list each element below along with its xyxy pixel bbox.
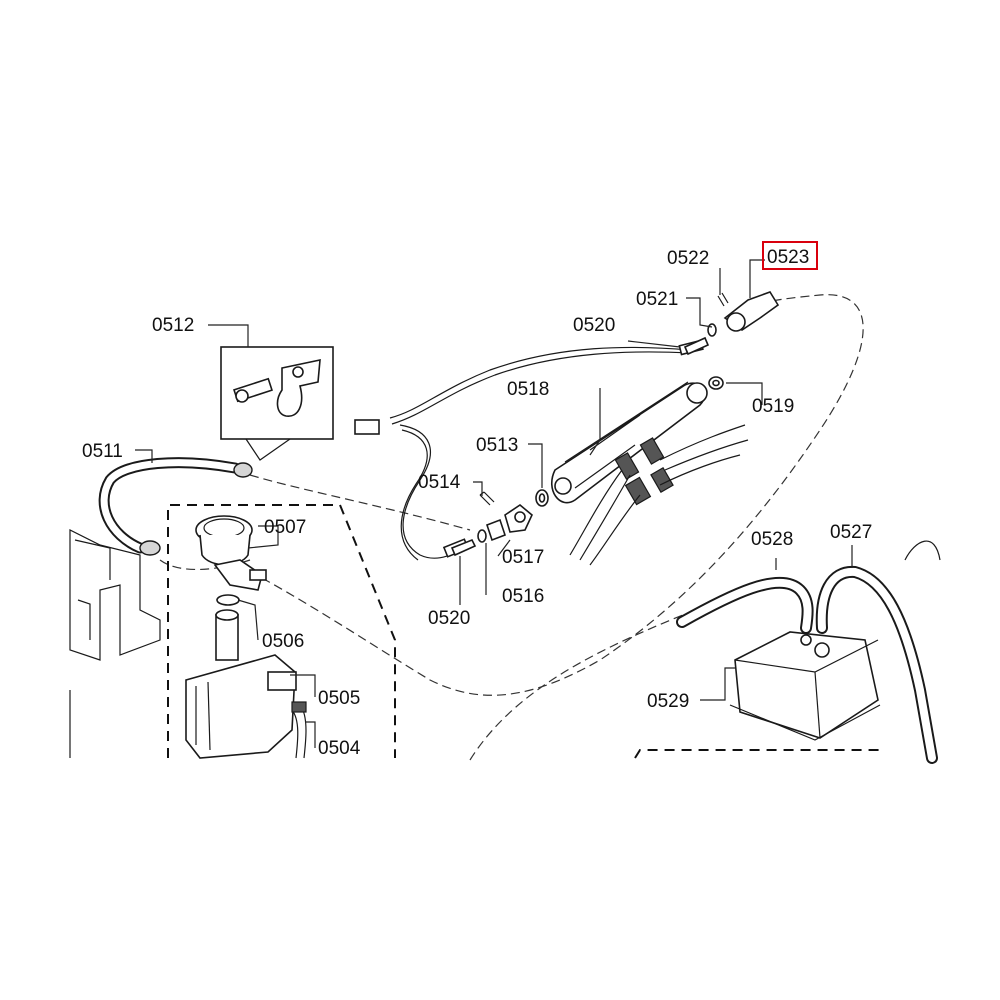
leader-lines bbox=[135, 259, 853, 748]
label-0513: 0513 bbox=[476, 435, 518, 456]
label-0520-lower: 0520 bbox=[428, 608, 470, 629]
label-0511: 0511 bbox=[82, 441, 123, 462]
label-0521: 0521 bbox=[636, 289, 678, 310]
heater-cable bbox=[354, 339, 704, 561]
lower-right-box bbox=[634, 749, 880, 759]
hose-0511 bbox=[98, 457, 253, 556]
pump-assembly bbox=[185, 515, 307, 759]
heater-block-0518 bbox=[550, 381, 749, 566]
pump-assembly-box bbox=[167, 504, 396, 758]
label-0528: 0528 bbox=[751, 529, 793, 550]
label-0516: 0516 bbox=[502, 586, 544, 607]
label-0507: 0507 bbox=[264, 517, 306, 538]
label-0523[interactable]: 0523 bbox=[767, 247, 809, 268]
water-tank-assembly bbox=[676, 540, 941, 764]
part-labels: 0512 0511 0507 0506 0505 0504 0520 0518 … bbox=[82, 241, 872, 759]
label-0519: 0519 bbox=[752, 396, 794, 417]
label-0512: 0512 bbox=[152, 315, 194, 336]
label-0529: 0529 bbox=[647, 691, 689, 712]
label-0506: 0506 bbox=[262, 631, 304, 652]
clamp-detail-0512 bbox=[220, 346, 334, 461]
label-0518: 0518 bbox=[507, 379, 549, 400]
label-0520-upper: 0520 bbox=[573, 315, 615, 336]
fittings bbox=[450, 291, 780, 557]
highlight-box-0523 bbox=[762, 241, 818, 270]
label-0505: 0505 bbox=[318, 688, 360, 709]
label-0522: 0522 bbox=[667, 248, 709, 269]
label-0527: 0527 bbox=[830, 522, 872, 543]
label-0514: 0514 bbox=[418, 472, 461, 493]
label-0504: 0504 bbox=[318, 738, 361, 759]
label-0517: 0517 bbox=[502, 547, 544, 568]
machine-housing-fragment bbox=[69, 529, 161, 758]
